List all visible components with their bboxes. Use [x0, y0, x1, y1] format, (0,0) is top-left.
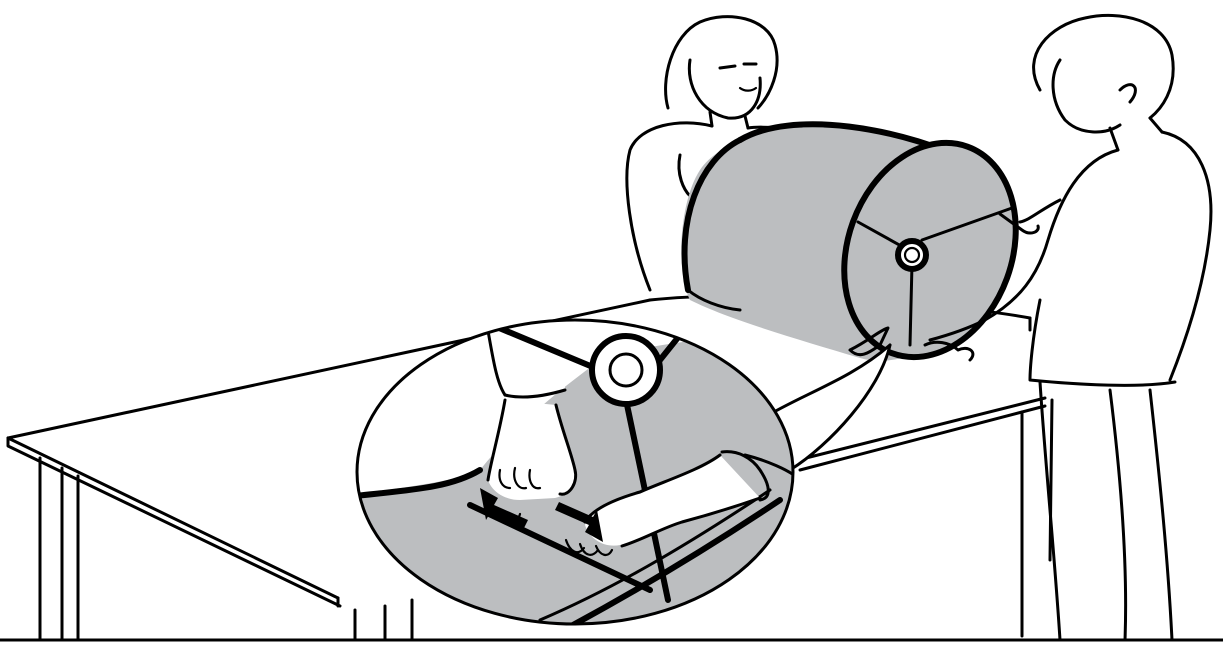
man-figure: [925, 15, 1211, 640]
lampshade-icon: [681, 119, 1044, 382]
zoom-detail-icon: [355, 300, 890, 640]
